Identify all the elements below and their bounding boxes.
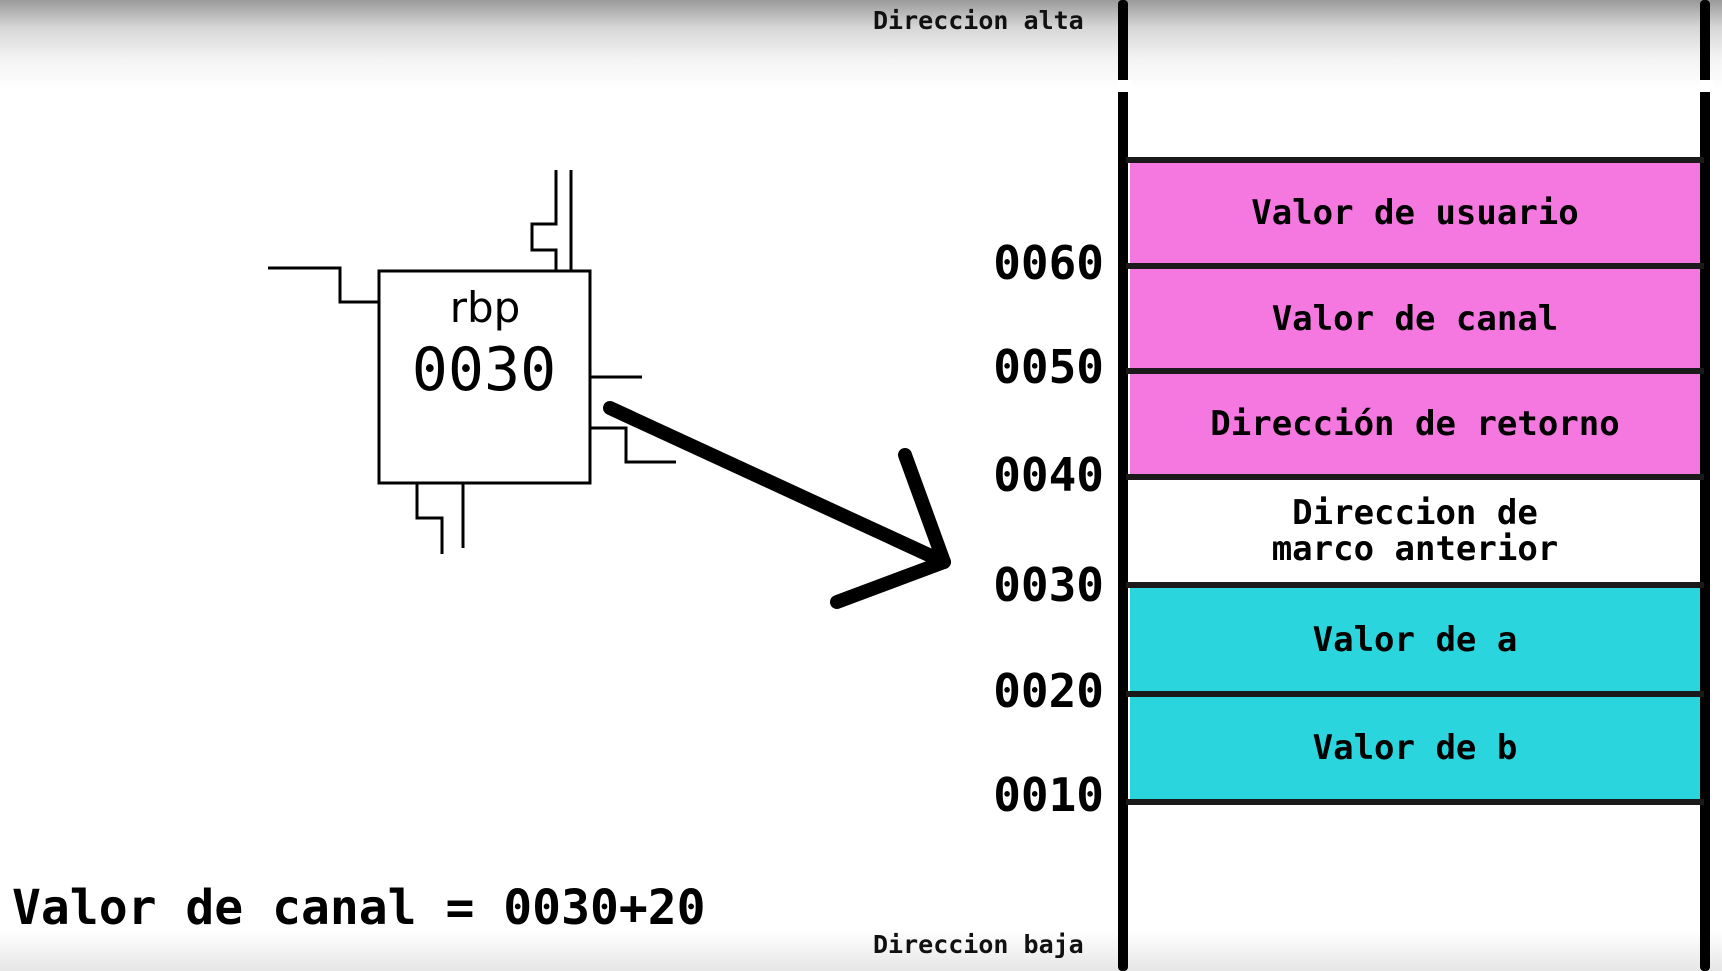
top-shade bbox=[0, 0, 1722, 90]
register-chip bbox=[377, 269, 592, 485]
chip-pin bbox=[530, 170, 558, 270]
previous-frame-line2: marco anterior bbox=[1271, 529, 1559, 569]
cell-separator bbox=[1126, 799, 1704, 805]
address-label: 0030 bbox=[993, 558, 1104, 612]
high-address-label: Direccion alta bbox=[873, 6, 1084, 35]
address-label: 0040 bbox=[993, 448, 1104, 502]
formula-text: Valor de canal = 0030+20 bbox=[12, 880, 706, 936]
address-label: 0010 bbox=[993, 768, 1104, 822]
stack-cell-value-a: Valor de a bbox=[1130, 588, 1700, 691]
cell-separator bbox=[1126, 474, 1704, 480]
cell-separator bbox=[1126, 263, 1704, 269]
stack-cell-channel-value: Valor de canal bbox=[1130, 269, 1700, 368]
chip-pin bbox=[268, 266, 378, 304]
previous-frame-line1: Direccion de bbox=[1292, 493, 1538, 533]
stack-cell-value-b: Valor de b bbox=[1130, 697, 1700, 799]
cell-separator bbox=[1126, 157, 1704, 163]
address-label: 0020 bbox=[993, 664, 1104, 718]
low-address-label: Direccion baja bbox=[873, 930, 1084, 959]
stack-rail-left bbox=[1118, 0, 1128, 971]
stack-cell-user-value: Valor de usuario bbox=[1130, 163, 1700, 263]
cell-separator bbox=[1126, 582, 1704, 588]
address-label: 0050 bbox=[993, 340, 1104, 394]
rail-gap-left bbox=[1118, 80, 1132, 92]
stack-cell-previous-frame: Direccion de marco anterior bbox=[1130, 480, 1700, 582]
rail-gap-right bbox=[1700, 80, 1714, 92]
arrow-icon bbox=[603, 401, 951, 609]
register-name: rbp bbox=[450, 283, 521, 332]
register-value: 0030 bbox=[412, 335, 557, 405]
address-label: 0060 bbox=[993, 236, 1104, 290]
stack-cell-return-address: Dirección de retorno bbox=[1130, 374, 1700, 474]
cell-separator bbox=[1126, 691, 1704, 697]
bottom-shade bbox=[0, 931, 1722, 971]
stack-rail-right bbox=[1700, 0, 1710, 971]
chip-pin bbox=[590, 426, 676, 464]
cell-separator bbox=[1126, 368, 1704, 374]
chip-pin bbox=[415, 484, 444, 554]
